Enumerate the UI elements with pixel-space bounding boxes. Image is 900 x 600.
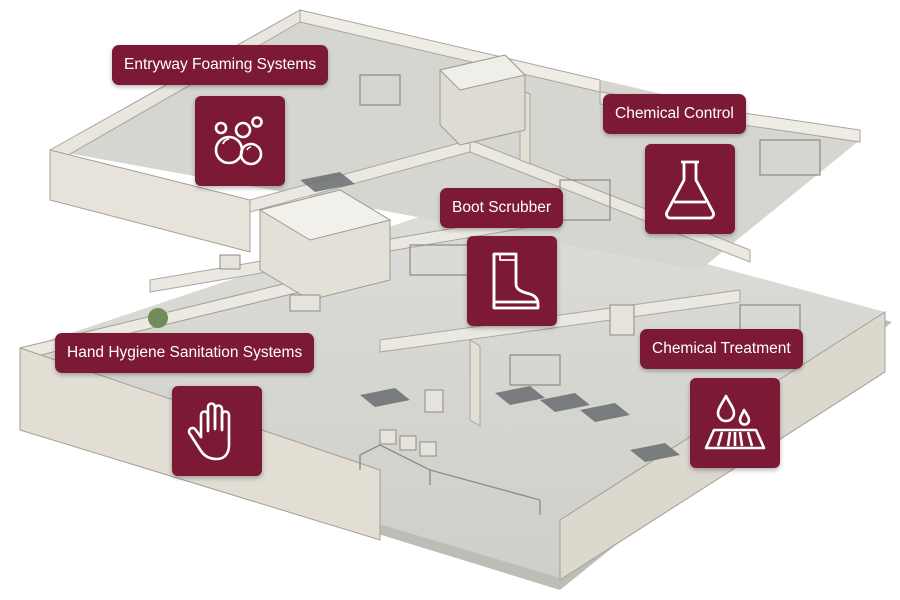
- equipment-boxes: [219, 254, 635, 457]
- hand-hygiene-label: Hand Hygiene Sanitation Systems: [55, 333, 315, 373]
- drops-grate-icon: [704, 394, 766, 450]
- boot-icon: [492, 252, 540, 310]
- flask-icon: [665, 160, 715, 220]
- entryway-foaming-label: Entryway Foaming Systems: [112, 45, 329, 85]
- interior-wall-5: [469, 339, 481, 427]
- entryway-foaming-tile: [195, 96, 285, 186]
- boot-scrubber-tile: [467, 236, 557, 326]
- boot-scrubber-label: Boot Scrubber: [440, 188, 564, 228]
- chemical-control-tile: [645, 144, 735, 234]
- hand-hygiene-tile: [172, 386, 262, 476]
- railing: [359, 444, 541, 515]
- floor-mats: [300, 172, 680, 462]
- hand-icon: [187, 402, 231, 461]
- chemical-treatment-label: Chemical Treatment: [640, 329, 803, 369]
- potted-plant: [148, 308, 168, 328]
- storage-block-top: [439, 54, 526, 91]
- chemical-control-label: Chemical Control: [603, 94, 746, 134]
- left-wall-upper: [49, 149, 251, 253]
- chemical-treatment-tile: [690, 378, 780, 468]
- bubbles-icon: [214, 116, 263, 166]
- cold-room-top: [258, 189, 392, 241]
